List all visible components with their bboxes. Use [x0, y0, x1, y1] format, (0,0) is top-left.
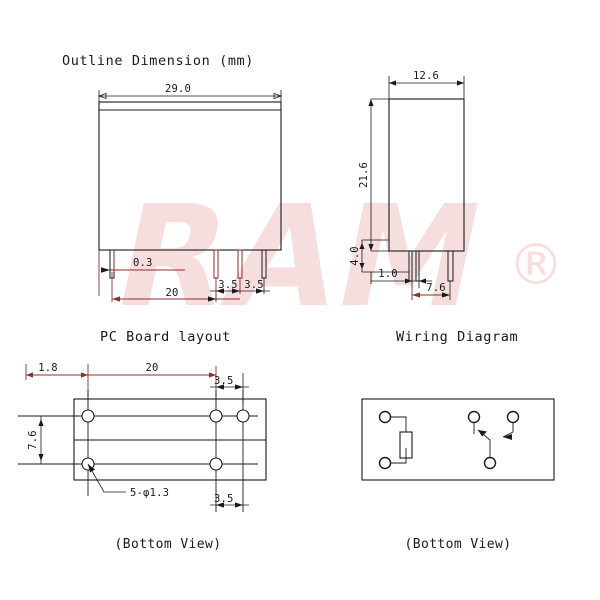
hole-callout-label: 5-φ1.3 — [130, 487, 169, 499]
dim-label-board-pitch-top: 3.5 — [214, 375, 234, 387]
coil-terminal-1 — [378, 410, 392, 424]
hole-callout-group: 5-φ1.3 — [87, 463, 169, 499]
contact-arrow-nc — [478, 430, 487, 437]
contact-stub-no — [502, 431, 514, 438]
pc-board-layout-title: PC Board layout — [100, 329, 231, 345]
switch-terminal-common — [483, 456, 497, 470]
dim-row-spacing-76: 7.6 — [27, 416, 44, 464]
pin-side-2 — [415, 250, 420, 282]
dim-side-width-126: 12.6 — [388, 70, 465, 100]
dim-left-offset-18: 1.8 — [25, 362, 89, 405]
dim-pin-pitch-b: 3.5 — [244, 278, 270, 294]
wiring-outline — [361, 398, 555, 481]
relay-body-side — [388, 98, 465, 252]
coil-symbol — [399, 431, 413, 459]
dim-label-pin-spacing: 7.6 — [426, 282, 446, 294]
pcb-hole-1 — [81, 409, 95, 423]
dim-label-row-spacing: 7.6 — [27, 430, 39, 450]
dim-label-pin-span: 20 — [165, 287, 178, 299]
wiring-diagram-group: (Bottom View) — [361, 398, 555, 552]
dim-label-side-height: 21.6 — [358, 162, 370, 188]
dim-label-pin-pitch-a: 3.5 — [218, 279, 238, 291]
pin-side-1 — [408, 250, 413, 282]
dim-label-side-width: 12.6 — [413, 70, 439, 82]
front-view-group: 29.0 0.3 — [97, 83, 283, 302]
dim-width-29: 29.0 — [97, 83, 283, 103]
wiring-caption: (Bottom View) — [405, 537, 512, 552]
outline-dimension-title: Outline Dimension (mm) — [62, 53, 254, 69]
dim-board-pitch-bottom-35: 3.5 — [210, 493, 249, 508]
dim-label-pin-pitch-b: 3.5 — [244, 279, 264, 291]
dim-pin-pitch-a: 3.5 — [210, 278, 246, 294]
dim-pin-edge-offset: 0.3 — [98, 250, 185, 296]
switch-terminal-nc — [467, 410, 481, 424]
coil-wire-bottom — [390, 448, 407, 464]
dim-pin-span-20: 20 — [111, 272, 240, 302]
dim-label-pin-edge-offset: 0.3 — [133, 257, 153, 269]
pcb-outline — [73, 398, 267, 481]
dim-label-board-span: 20 — [145, 362, 158, 374]
coil-wire-top — [390, 416, 407, 432]
wiring-diagram-title: Wiring Diagram — [396, 329, 518, 345]
dim-label-width: 29.0 — [165, 83, 191, 95]
pin-front-5 — [261, 249, 267, 279]
dim-label-left-offset: 1.8 — [38, 362, 58, 374]
pcb-hole-3 — [236, 409, 250, 423]
side-view-group: 12.6 21.6 — [349, 70, 465, 300]
pcb-caption: (Bottom View) — [115, 537, 222, 552]
pcb-hole-5 — [209, 457, 223, 471]
dim-pin-length-40: 4.0 — [349, 239, 409, 273]
contact-arrow-no — [503, 434, 512, 440]
relay-body-front — [98, 101, 282, 251]
dim-pin-spacing-76: 7.6 — [411, 281, 451, 300]
dim-pin-offset-10: 1.0 — [370, 268, 432, 288]
switch-terminal-no — [506, 410, 520, 424]
pin-front-2 — [213, 249, 219, 279]
dim-label-pin-length: 4.0 — [349, 246, 361, 266]
dim-label-board-pitch-bottom: 3.5 — [214, 493, 234, 505]
pc-board-layout-group: 1.8 20 3.5 — [18, 362, 267, 552]
dim-label-pin-offset: 1.0 — [378, 268, 398, 280]
pin-front-3 — [237, 249, 243, 279]
pcb-hole-2 — [209, 409, 223, 423]
dim-side-height-216: 21.6 — [358, 98, 389, 252]
coil-terminal-2 — [378, 456, 392, 470]
pin-side-3 — [447, 250, 454, 282]
